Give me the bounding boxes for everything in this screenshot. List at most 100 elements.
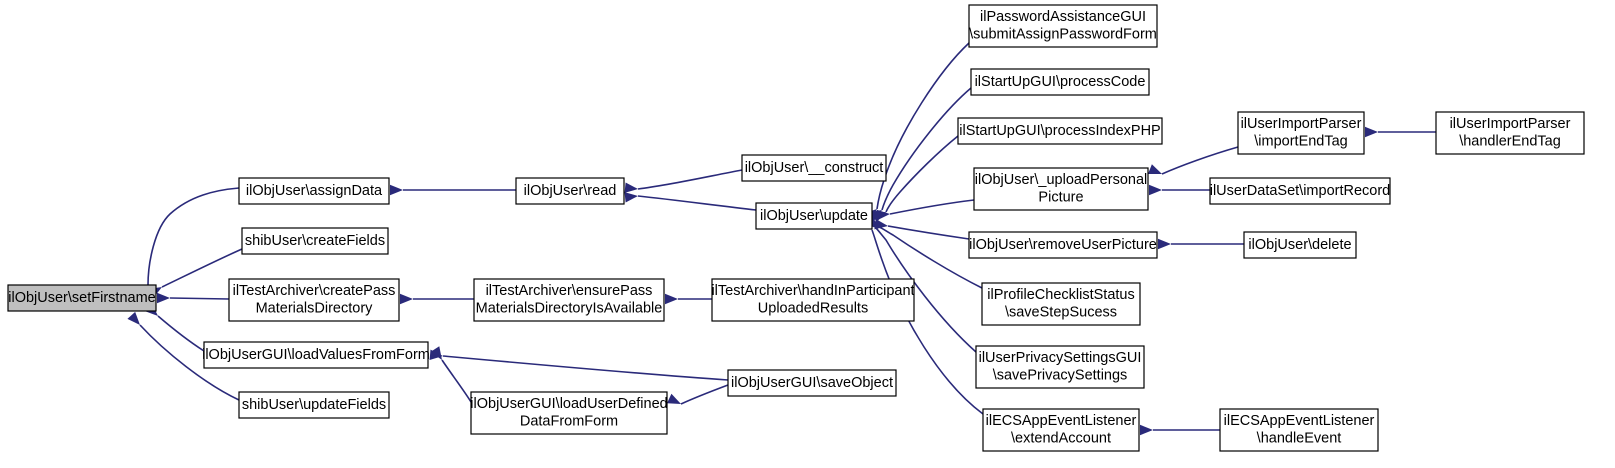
node-ensurePassMaterialsDir[interactable]: ilTestArchiver\ensurePassMaterialsDirect…: [473, 278, 665, 322]
arrowhead-to-loadValuesFromForm: [430, 346, 442, 360]
node-label-savePrivacySettings-line-1: ilUserPrivacySettingsGUI: [979, 350, 1142, 366]
node-label-handInParticipant-line-2: UploadedResults: [758, 301, 868, 317]
node-submitAssignPasswordForm[interactable]: ilPasswordAssistanceGUI\submitAssignPass…: [968, 4, 1158, 48]
edge-saveObject-to-loadValuesFromForm: [442, 355, 729, 381]
arrowhead-to-extendAccount: [1140, 424, 1153, 436]
node-box-read[interactable]: [515, 177, 625, 205]
node-label-loadUserDefinedData-line-2: DataFromForm: [520, 414, 618, 430]
node-box-processIndexPHP[interactable]: [957, 117, 1163, 145]
node-label-saveObject: ilObjUserGUI\saveObject: [731, 375, 893, 391]
node-createFields[interactable]: shibUser\createFields: [241, 227, 389, 255]
node-box-updateFields[interactable]: [238, 391, 390, 419]
edge-update-to-read: [637, 195, 757, 211]
arrowhead-to-uploadPersonalPicture: [1147, 164, 1162, 174]
node-updateFields[interactable]: shibUser\updateFields: [238, 391, 390, 419]
node-label-submitAssignPasswordForm-line-1: ilPasswordAssistanceGUI: [980, 9, 1146, 25]
node-removeUserPicture[interactable]: ilObjUser\removeUserPicture: [968, 231, 1158, 259]
edge-savePrivacySettings-to-update: [875, 227, 977, 353]
node-read[interactable]: ilObjUser\read: [515, 177, 625, 205]
node-label-saveStepSucess-line-1: ilProfileChecklistStatus: [987, 287, 1134, 303]
node-box-importEndTag[interactable]: [1237, 111, 1365, 155]
node-handInParticipant[interactable]: ilTestArchiver\handInParticipantUploaded…: [711, 278, 915, 322]
node-box-construct[interactable]: [741, 154, 887, 182]
node-extendAccount[interactable]: ilECSAppEventListener\extendAccount: [982, 408, 1140, 452]
node-importRecord[interactable]: ilUserDataSet\importRecord: [1209, 177, 1391, 205]
node-processIndexPHP[interactable]: ilStartUpGUI\processIndexPHP: [957, 117, 1163, 145]
node-box-uploadPersonalPicture[interactable]: [973, 167, 1149, 211]
node-label-extendAccount-line-2: \extendAccount: [1011, 431, 1111, 447]
node-box-createFields[interactable]: [241, 227, 389, 255]
node-saveStepSucess[interactable]: ilProfileChecklistStatus\saveStepSucess: [981, 282, 1141, 326]
node-saveObject[interactable]: ilObjUserGUI\saveObject: [727, 369, 897, 397]
node-label-read: ilObjUser\read: [524, 183, 617, 199]
node-label-processIndexPHP: ilStartUpGUI\processIndexPHP: [959, 123, 1160, 139]
node-box-loadUserDefinedData[interactable]: [470, 391, 668, 435]
node-box-handleEvent[interactable]: [1219, 408, 1379, 452]
edge-loadValuesFromForm-to-setFirstname: [157, 315, 205, 352]
node-label-handleEvent-line-2: \handleEvent: [1257, 431, 1342, 447]
node-delete[interactable]: ilObjUser\delete: [1243, 231, 1357, 259]
node-importEndTag[interactable]: ilUserImportParser\importEndTag: [1237, 111, 1365, 155]
node-label-importRecord: ilUserDataSet\importRecord: [1210, 183, 1391, 199]
node-label-uploadPersonalPicture-line-1: ilObjUser\_uploadPersonal: [975, 172, 1148, 188]
node-box-update[interactable]: [755, 202, 873, 230]
node-box-ensurePassMaterialsDir[interactable]: [473, 278, 665, 322]
node-box-importRecord[interactable]: [1209, 177, 1391, 205]
node-assignData[interactable]: ilObjUser\assignData: [238, 177, 390, 205]
node-savePrivacySettings[interactable]: ilUserPrivacySettingsGUI\savePrivacySett…: [975, 345, 1145, 389]
node-box-handlerEndTag[interactable]: [1435, 111, 1585, 155]
node-construct[interactable]: ilObjUser\__construct: [741, 154, 887, 182]
node-label-handleEvent-line-1: ilECSAppEventListener: [1224, 413, 1375, 429]
node-label-createPassMaterialsDir-line-2: MaterialsDirectory: [256, 301, 374, 317]
node-box-saveStepSucess[interactable]: [981, 282, 1141, 326]
arrowhead-to-update: [876, 209, 890, 221]
node-label-createPassMaterialsDir-line-1: ilTestArchiver\createPass: [233, 283, 396, 299]
node-box-savePrivacySettings[interactable]: [975, 345, 1145, 389]
node-processCode[interactable]: ilStartUpGUI\processCode: [970, 68, 1150, 96]
arrowhead-to-uploadPersonalPicture: [1149, 184, 1162, 196]
node-box-delete[interactable]: [1243, 231, 1357, 259]
node-box-submitAssignPasswordForm[interactable]: [968, 4, 1158, 48]
node-label-processCode: ilStartUpGUI\processCode: [975, 74, 1146, 90]
node-box-saveObject[interactable]: [727, 369, 897, 397]
node-box-extendAccount[interactable]: [982, 408, 1140, 452]
node-label-importEndTag-line-1: ilUserImportParser: [1241, 116, 1362, 132]
edge-uploadPersonalPicture-to-update: [889, 199, 975, 215]
arrowhead-to-read: [624, 192, 638, 203]
edge-updateFields-to-setFirstname: [139, 324, 240, 401]
node-box-removeUserPicture[interactable]: [968, 231, 1158, 259]
node-label-assignData: ilObjUser\assignData: [246, 183, 383, 199]
edge-processIndexPHP-to-update: [885, 135, 959, 213]
node-box-loadValuesFromForm[interactable]: [203, 341, 429, 369]
node-update[interactable]: ilObjUser\update: [755, 202, 873, 230]
node-label-loadValuesFromForm: ilObjUserGUI\loadValuesFromForm: [202, 347, 430, 363]
node-box-setFirstname[interactable]: [7, 284, 157, 312]
node-box-handInParticipant[interactable]: [711, 278, 915, 322]
node-box-processCode[interactable]: [970, 68, 1150, 96]
arrowhead-to-assignData: [390, 184, 403, 196]
node-handlerEndTag[interactable]: ilUserImportParser \handlerEndTag: [1435, 111, 1585, 155]
edge-saveStepSucess-to-update: [878, 226, 983, 289]
edge-importEndTag-to-uploadPersonalPicture: [1161, 146, 1239, 175]
arrowhead-to-importEndTag: [1365, 126, 1378, 138]
node-handleEvent[interactable]: ilECSAppEventListener \handleEvent: [1219, 408, 1379, 452]
arrowhead-to-loadUserDefinedData: [667, 393, 681, 404]
node-label-delete: ilObjUser\delete: [1248, 237, 1351, 253]
node-createPassMaterialsDir[interactable]: ilTestArchiver\createPassMaterialsDirect…: [228, 278, 400, 322]
node-label-updateFields: shibUser\updateFields: [242, 397, 386, 413]
node-label-handlerEndTag-line-2: \handlerEndTag: [1459, 134, 1561, 150]
node-label-createFields: shibUser\createFields: [245, 233, 385, 249]
edge-saveObject-to-loadUserDefinedData: [680, 384, 729, 405]
node-label-handlerEndTag-line-1: ilUserImportParser: [1450, 116, 1571, 132]
node-loadValuesFromForm[interactable]: ilObjUserGUI\loadValuesFromForm: [202, 341, 430, 369]
arrowhead-to-ensurePassMaterialsDir: [665, 293, 678, 305]
node-box-createPassMaterialsDir[interactable]: [228, 278, 400, 322]
node-setFirstname[interactable]: ilObjUser\setFirstname: [7, 284, 157, 312]
edge-submitAssignPasswordForm-to-update: [876, 42, 970, 210]
edge-loadUserDefinedData-to-loadValuesFromForm: [441, 359, 472, 403]
node-box-assignData[interactable]: [238, 177, 390, 205]
